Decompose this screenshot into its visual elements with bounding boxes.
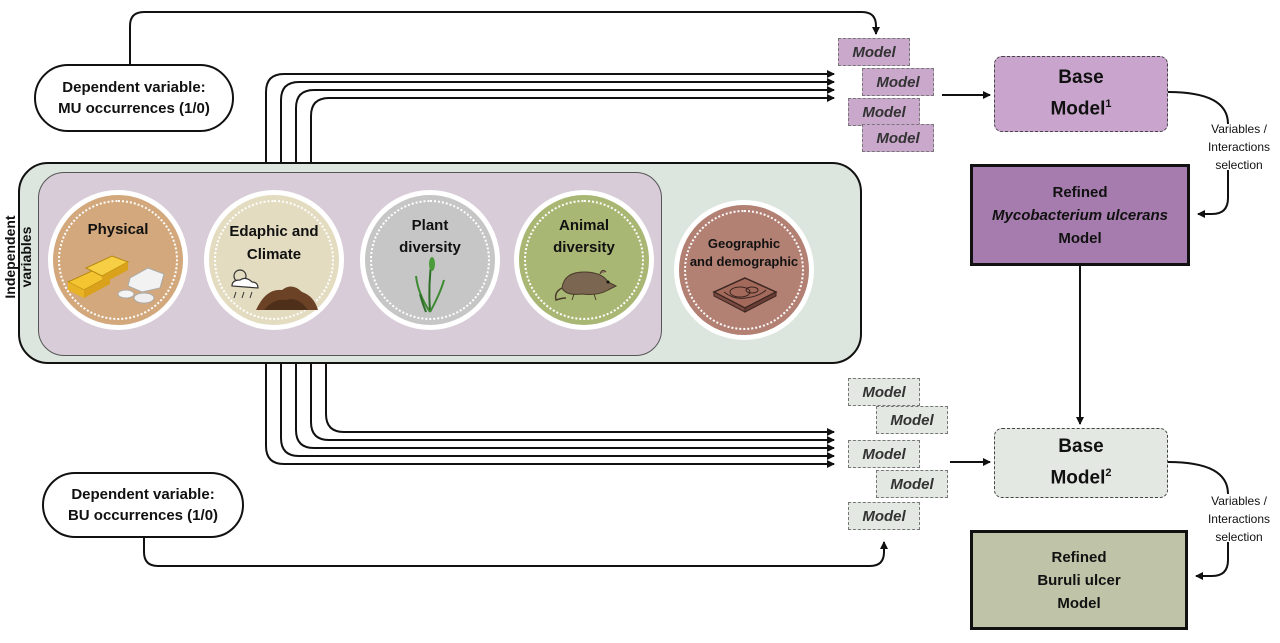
geographic-label-line1: Geographic (707, 236, 781, 251)
edaphic-label-line1: Edaphic and (229, 223, 319, 240)
plant-label-line1: Plant (411, 217, 449, 234)
base-model-1-line2: Model1 (1050, 91, 1111, 122)
model-tag-label: Model (890, 475, 934, 493)
independent-label-line2: variables (18, 226, 34, 288)
dependent-bu-line1: Dependent variable: (71, 486, 215, 503)
selection-top-line2: Interactions (1207, 140, 1271, 154)
base-model-1-superscript: 1 (1105, 98, 1112, 111)
geographic-label-line2: and demographic (689, 254, 799, 269)
model-tag-label: Model (876, 73, 920, 91)
refined-bu-line1: Refined (1051, 548, 1107, 566)
dependent-variable-bu: Dependent variable: BU occurrences (1/0) (42, 472, 244, 538)
refined-mu-line3: Model (1058, 229, 1102, 247)
selection-top-line1: Variables / (1211, 122, 1267, 136)
refined-mu-model: Refined Mycobacterium ulcerans Model (970, 164, 1190, 266)
model-tag-top-2: Model (862, 68, 934, 96)
plant-label-line2: diversity (399, 239, 461, 256)
refined-bu-line2: Buruli ulcer (1037, 571, 1121, 589)
model-tag-bottom-5: Model (848, 502, 920, 530)
geographic-dotted-ring (684, 210, 804, 330)
physical-dotted-ring (58, 200, 178, 320)
selection-label-top: Variables / Interactions selection (1194, 120, 1280, 174)
physical-label: Physical (87, 221, 149, 238)
category-edaphic-climate: Edaphic and Climate (204, 190, 344, 330)
dependent-mu-line2: MU occurrences (1/0) (58, 100, 210, 117)
dependent-mu-line1: Dependent variable: (62, 79, 206, 96)
animal-label-line1: Animal (558, 217, 609, 234)
selection-bottom-line3: selection (1215, 530, 1263, 544)
model-tag-bottom-2: Model (876, 406, 948, 434)
model-tag-top-1: Model (838, 38, 910, 66)
refined-bu-line3: Model (1057, 594, 1101, 612)
model-tag-bottom-4: Model (876, 470, 948, 498)
animal-label-line2: diversity (553, 239, 615, 256)
category-geographic-demographic: Geographic and demographic (674, 200, 814, 340)
refined-mu-line1: Refined (1052, 183, 1108, 201)
selection-bottom-line2: Interactions (1207, 512, 1271, 526)
base-model-1-word: Model (1050, 98, 1106, 120)
edaphic-dotted-ring (214, 200, 334, 320)
refined-bu-model: Refined Buruli ulcer Model (970, 530, 1188, 630)
model-tag-label: Model (890, 411, 934, 429)
selection-bottom-line1: Variables / (1211, 494, 1267, 508)
soil-weather-icon (231, 269, 318, 310)
model-tag-label: Model (876, 129, 920, 147)
base-model-1: Base Model1 (994, 56, 1168, 132)
category-physical: Physical (48, 190, 188, 330)
base-model-2-line1: Base (1058, 436, 1104, 458)
base-model-2-word: Model (1050, 467, 1106, 489)
rat-icon (554, 269, 618, 301)
model-tag-label: Model (862, 383, 906, 401)
independent-variables-label: Independent variables (2, 202, 34, 312)
model-tag-label: Model (862, 507, 906, 525)
refined-mu-line2: Mycobacterium ulcerans (992, 206, 1168, 224)
selection-top-line3: selection (1215, 158, 1263, 172)
base-model-2-superscript: 2 (1105, 467, 1112, 480)
selection-label-bottom: Variables / Interactions selection (1194, 492, 1280, 546)
base-model-1-line1: Base (1058, 67, 1104, 89)
grass-icon (415, 257, 445, 313)
category-plant-diversity: Plant diversity (360, 190, 500, 330)
model-tag-top-4: Model (862, 124, 934, 152)
dependent-bu-line2: BU occurrences (1/0) (67, 507, 219, 524)
base-model-2-line2: Model2 (1050, 460, 1111, 491)
model-tag-bottom-1: Model (848, 378, 920, 406)
independent-label-line1: Independent (2, 215, 18, 299)
terrain-map-icon (712, 277, 778, 313)
animal-dotted-ring (524, 200, 644, 320)
model-tag-label: Model (862, 103, 906, 121)
model-tag-label: Model (862, 445, 906, 463)
gold-bars-icon (66, 255, 165, 304)
model-tag-bottom-3: Model (848, 440, 920, 468)
category-animal-diversity: Animal diversity (514, 190, 654, 330)
base-model-2: Base Model2 (994, 428, 1168, 498)
plant-dotted-ring (370, 200, 490, 320)
model-tag-top-3: Model (848, 98, 920, 126)
model-tag-label: Model (852, 43, 896, 61)
edaphic-label-line2: Climate (246, 246, 302, 263)
dependent-variable-mu: Dependent variable: MU occurrences (1/0) (34, 64, 234, 132)
